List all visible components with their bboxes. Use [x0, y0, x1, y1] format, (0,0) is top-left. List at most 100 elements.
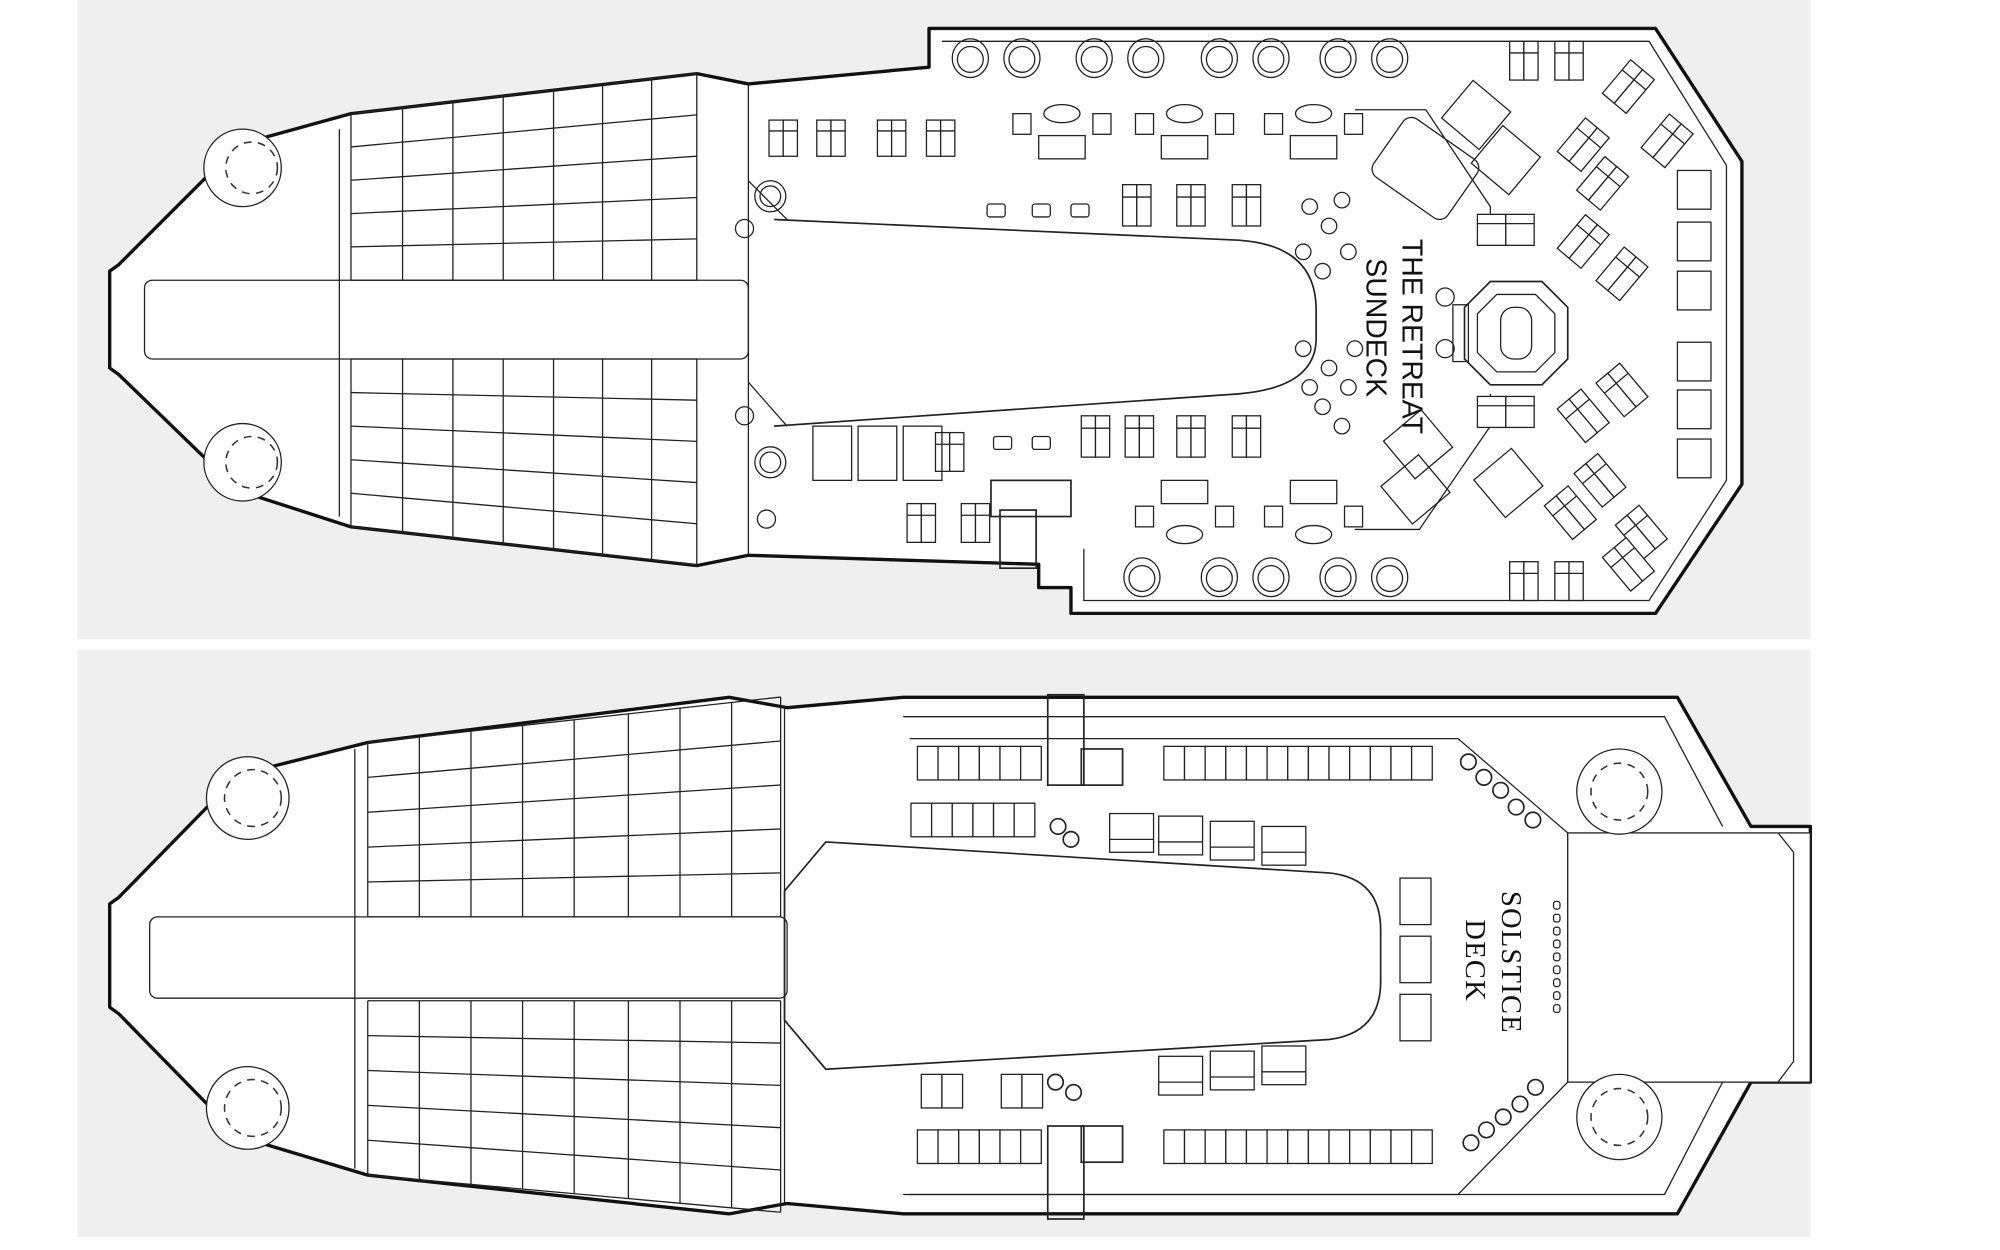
lounger — [999, 1129, 1022, 1165]
lounger — [925, 119, 956, 157]
chair — [1012, 112, 1032, 135]
lounger — [1676, 270, 1712, 311]
stool — [1507, 798, 1525, 816]
lounger — [782, 119, 799, 157]
daybed — [1370, 557, 1409, 598]
lounger — [1410, 745, 1433, 781]
lounger — [999, 745, 1022, 781]
lounger — [958, 1129, 980, 1165]
lounger — [1554, 40, 1570, 81]
grid-line — [350, 238, 697, 248]
light-fixture — [1552, 1004, 1561, 1014]
stool — [1314, 398, 1331, 416]
lounger — [1626, 504, 1669, 550]
mooring-winch — [205, 1065, 290, 1150]
lounger — [1582, 463, 1607, 485]
lounger — [906, 502, 937, 544]
lounger — [1601, 536, 1656, 592]
light-fixture — [1552, 926, 1561, 936]
lounger — [1568, 40, 1584, 81]
daybed — [1257, 564, 1285, 593]
lounger — [1509, 40, 1539, 81]
daybed — [1008, 45, 1036, 73]
lounger — [1505, 213, 1535, 246]
lounger — [1399, 935, 1432, 984]
stool — [1049, 817, 1067, 836]
grid-line — [367, 1034, 781, 1044]
lounger — [1225, 745, 1248, 781]
daybed — [1205, 564, 1233, 593]
lounger — [1190, 415, 1206, 458]
lounger — [1568, 126, 1611, 173]
lounger — [1245, 1129, 1268, 1165]
chair — [1214, 112, 1235, 135]
grid-line — [350, 391, 697, 401]
lounger — [1568, 561, 1584, 602]
lounger — [816, 119, 832, 157]
stool — [1511, 1095, 1529, 1113]
grid-line — [350, 196, 697, 215]
lounger — [1523, 561, 1539, 602]
lounger — [816, 119, 846, 157]
lounger — [1245, 415, 1262, 458]
daybed — [951, 38, 990, 79]
lounger — [916, 1129, 939, 1165]
lounger — [1476, 395, 1507, 429]
lounger — [992, 802, 1015, 838]
lounger — [1369, 745, 1392, 781]
lounger — [1121, 184, 1152, 227]
lounger — [934, 431, 965, 472]
lounger — [1209, 1050, 1255, 1091]
lounger — [1601, 58, 1656, 115]
grid-line — [350, 155, 697, 181]
grid-line — [350, 72, 697, 115]
mooring-winch — [1576, 1073, 1663, 1161]
stool — [1301, 379, 1319, 396]
daybed — [1252, 557, 1290, 598]
stool — [1339, 379, 1357, 396]
grid-line — [367, 1069, 781, 1087]
light-fixture — [1552, 939, 1561, 949]
lounger — [937, 1129, 960, 1165]
mooring-winch — [203, 422, 282, 502]
lounger — [1021, 1073, 1044, 1109]
stool — [1494, 1108, 1512, 1126]
daybed — [1003, 38, 1041, 79]
light-fixture — [1552, 978, 1561, 988]
lounger — [906, 502, 922, 544]
lounger — [1410, 1129, 1433, 1165]
lower-solar-grid — [367, 696, 782, 1213]
chair — [1134, 112, 1155, 135]
daybed — [1376, 564, 1404, 593]
lounger — [1245, 184, 1262, 227]
daybed — [1080, 45, 1108, 73]
grid-line — [350, 459, 697, 484]
lounger — [1476, 213, 1535, 246]
deck-label-line1: THE RETREAT — [1396, 239, 1428, 434]
deck-label-line1: SOLSTICE — [1495, 891, 1526, 1034]
lounger — [1138, 415, 1155, 458]
lounger — [1094, 415, 1111, 458]
lounger — [1013, 802, 1036, 838]
lounger — [1307, 1129, 1330, 1165]
lounger — [1266, 745, 1289, 781]
lounger — [1615, 256, 1640, 278]
side-table — [1031, 435, 1051, 451]
stairs — [1046, 693, 1124, 1220]
lounger — [1676, 438, 1712, 479]
mooring-winch — [203, 128, 282, 208]
lounger — [949, 431, 965, 472]
sofa — [1165, 103, 1204, 124]
lounger — [1328, 745, 1351, 781]
lounger — [1576, 127, 1602, 149]
stool — [1492, 781, 1510, 799]
grid-line — [367, 740, 781, 779]
side-table — [992, 435, 1013, 451]
lounger — [1121, 184, 1138, 227]
lounger — [1476, 213, 1507, 246]
table — [1289, 134, 1338, 160]
sofa — [1294, 103, 1333, 124]
grid-line — [367, 828, 781, 848]
umbrella — [1435, 287, 1455, 307]
lounger — [1676, 341, 1712, 382]
